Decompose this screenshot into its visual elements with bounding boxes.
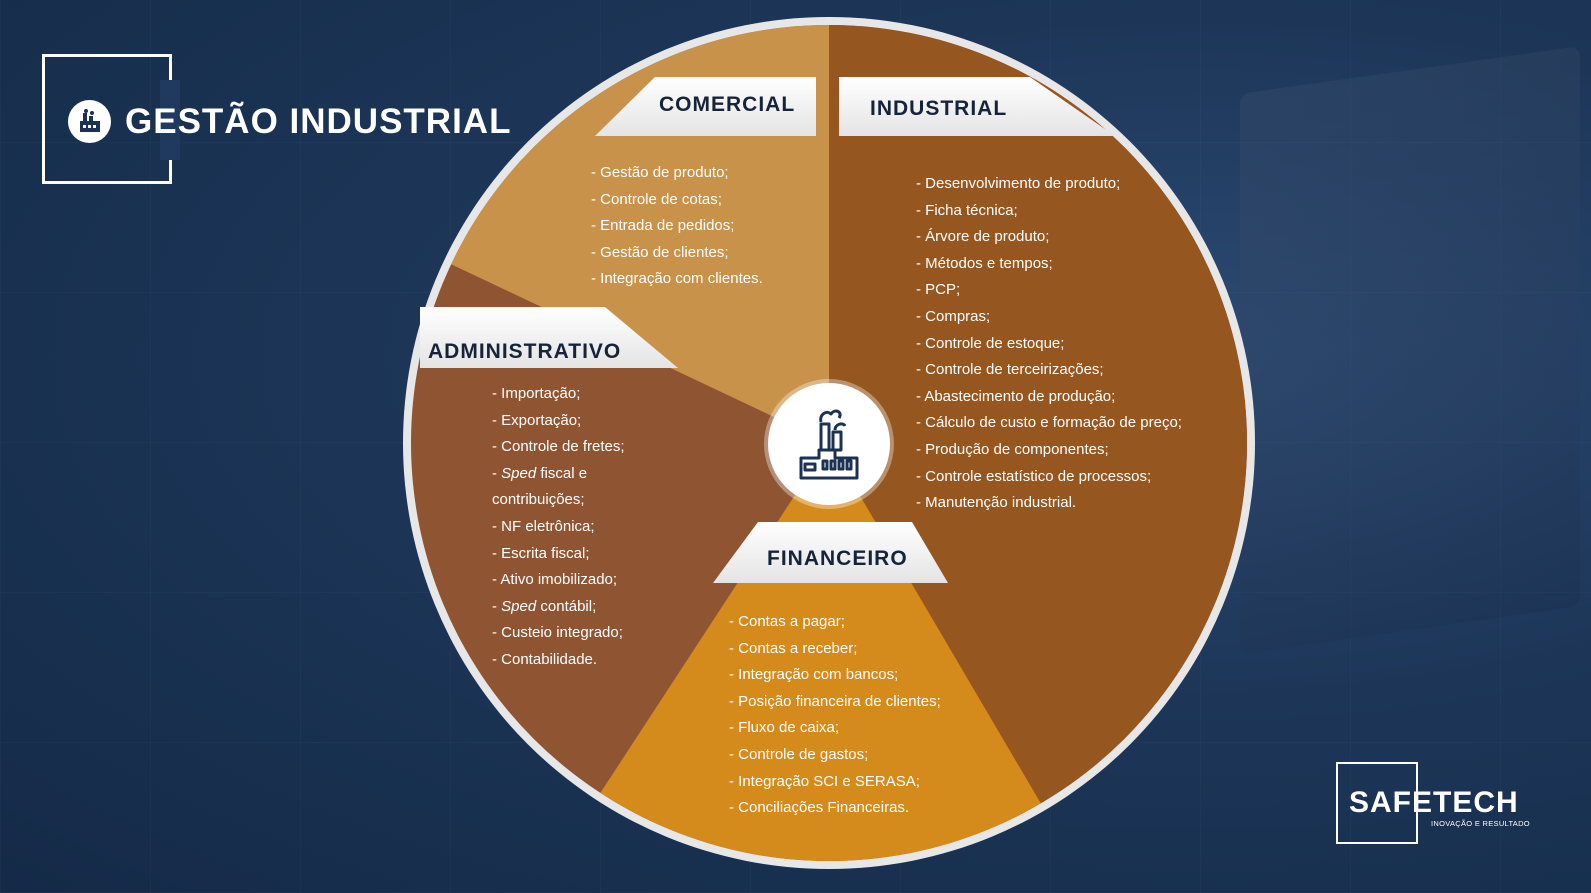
- list-item: - Exportação;: [492, 411, 582, 429]
- list-item: - Controle de gastos;: [729, 745, 869, 763]
- comercial-label: COMERCIAL: [659, 93, 796, 116]
- list-item: - Integração SCI e SERASA;: [729, 772, 920, 790]
- list-item: - Árvore de produto;: [916, 228, 1050, 246]
- comercial-list: - Gestão de produto; - Controle de cotas…: [591, 160, 763, 293]
- list-item-text: contábil;: [536, 597, 597, 615]
- safetech-logo-frame: [1336, 762, 1418, 844]
- list-item: - Métodos e tempos;: [916, 254, 1053, 272]
- list-item: - Posição financeira de clientes;: [729, 692, 941, 710]
- list-item: - Desenvolvimento de produto;: [916, 175, 1121, 192]
- list-item: - Manutenção industrial.: [916, 494, 1077, 512]
- list-item: - Controle de cotas;: [591, 190, 722, 208]
- industrial-label-tag: [839, 77, 1115, 136]
- list-item: - Contas a pagar;: [729, 613, 845, 630]
- list-item: - Contabilidade.: [492, 650, 598, 668]
- list-item: - Conciliações Financeiras.: [729, 799, 910, 817]
- financeiro-segment: [550, 443, 1080, 861]
- list-item: - Ativo imobilizado;: [492, 571, 618, 589]
- list-item-text: fiscal e contribuições;: [492, 464, 588, 509]
- list-item: - Sped fiscal e contribuições;: [492, 461, 652, 514]
- list-item: - Fluxo de caixa;: [729, 719, 840, 737]
- administrativo-label: ADMINISTRATIVO: [428, 340, 622, 363]
- factory-icon: [68, 100, 111, 143]
- brand-name: SAFETECH: [1349, 786, 1519, 819]
- industrial-label: INDUSTRIAL: [870, 97, 1008, 120]
- list-item: - Escrita fiscal;: [492, 544, 590, 562]
- list-item: - Abastecimento de produção;: [916, 387, 1116, 405]
- list-item-prefix: -: [492, 464, 502, 482]
- page-header: GESTÃO INDUSTRIAL: [68, 100, 511, 143]
- factory-icon: [799, 409, 859, 480]
- administrativo-list: - Importação; - Exportação; - Controle d…: [492, 381, 652, 674]
- list-item: - Integração com bancos;: [729, 666, 899, 684]
- industrial-list: - Desenvolvimento de produto; - Ficha té…: [916, 171, 1182, 517]
- comercial-label-tag: [595, 77, 816, 136]
- list-item: - Controle de estoque;: [916, 334, 1065, 352]
- list-item-italic: Sped: [501, 464, 537, 482]
- financeiro-label: FINANCEIRO: [767, 547, 908, 570]
- list-item: - NF eletrônica;: [492, 517, 595, 535]
- list-item: - Gestão de produto;: [591, 164, 729, 181]
- list-item: - Importação;: [492, 385, 581, 402]
- list-item: - Sped contábil;: [492, 594, 652, 621]
- list-item: - Integração com clientes.: [591, 270, 763, 288]
- list-item: - Controle estatístico de processos;: [916, 467, 1152, 485]
- industrial-segment: [829, 25, 1247, 861]
- list-item: - Gestão de clientes;: [591, 243, 729, 261]
- brand-tagline: INOVAÇÃO E RESULTADO: [1431, 819, 1530, 828]
- center-hub: [768, 383, 890, 505]
- list-item: - Entrada de pedidos;: [591, 217, 735, 235]
- list-item-italic: Sped: [501, 597, 537, 615]
- page-title: GESTÃO INDUSTRIAL: [125, 101, 512, 141]
- administrativo-label-tag: [420, 307, 678, 368]
- title-frame-gap: [160, 80, 180, 160]
- list-item-prefix: -: [492, 597, 502, 615]
- list-item: - Produção de componentes;: [916, 440, 1109, 458]
- financeiro-list: - Contas a pagar; - Contas a receber; - …: [729, 609, 941, 822]
- list-item: - Compras;: [916, 307, 991, 325]
- list-item: - Controle de terceirizações;: [916, 361, 1104, 379]
- list-item: - Ficha técnica;: [916, 201, 1018, 219]
- list-item: - Contas a receber;: [729, 639, 858, 657]
- list-item: - Controle de fretes;: [492, 438, 625, 456]
- list-item: - Custeio integrado;: [492, 624, 623, 642]
- list-item: - PCP;: [916, 281, 961, 299]
- list-item: - Cálculo de custo e formação de preço;: [916, 414, 1182, 432]
- financeiro-label-tag: [713, 522, 948, 583]
